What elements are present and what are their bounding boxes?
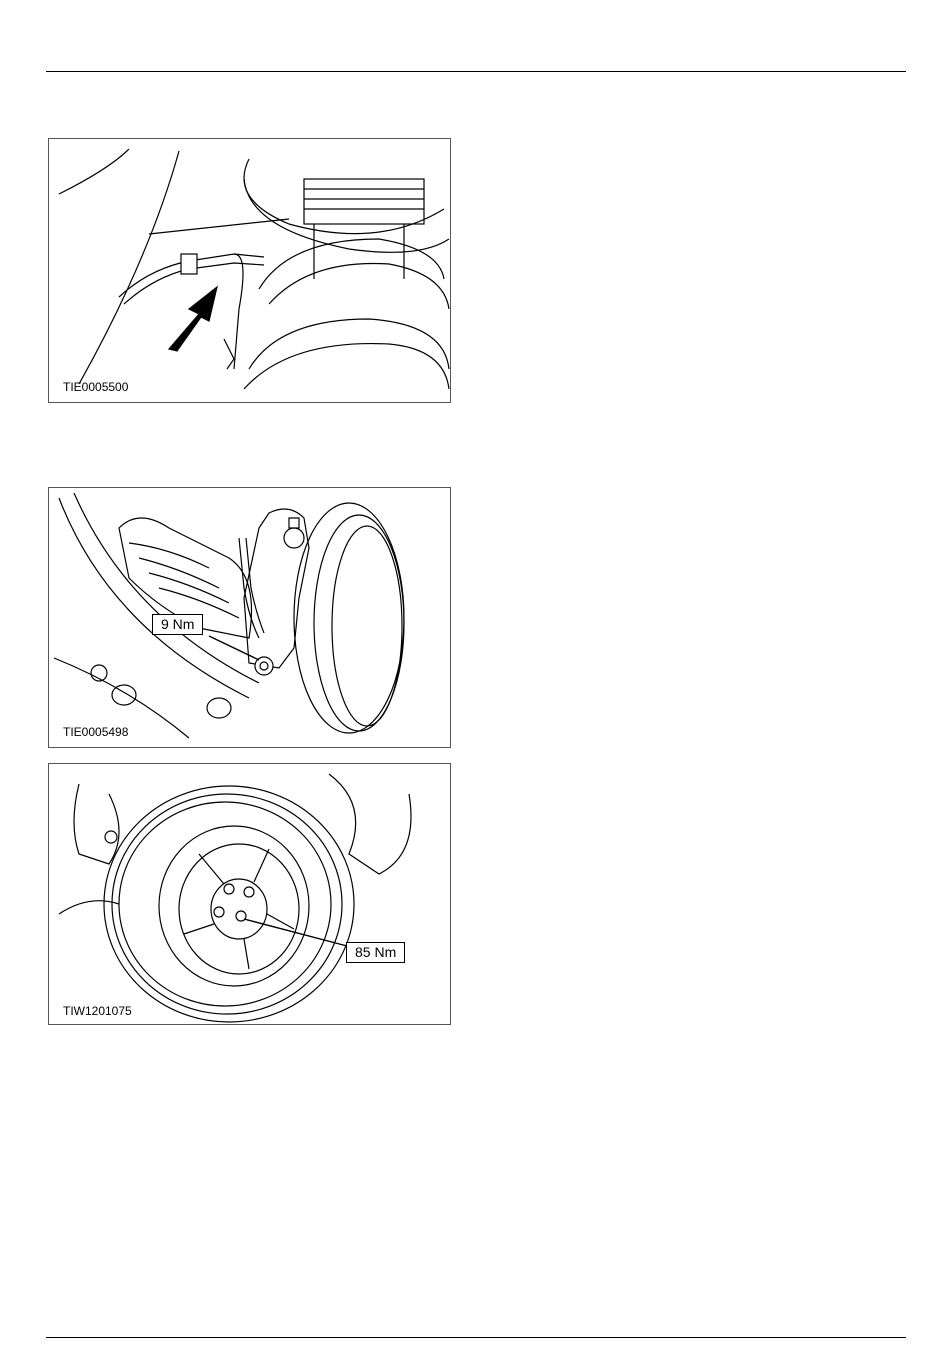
torque-callout-wheel-nuts: 85 Nm bbox=[346, 942, 405, 963]
figure-wheel-nuts: 85 Nm TIW1201075 bbox=[48, 763, 451, 1025]
figure-id: TIE0005500 bbox=[63, 380, 128, 394]
figure-hub-sensor: 9 Nm TIE0005498 bbox=[48, 487, 451, 748]
figure-brake-hose-clip: TIE0005500 bbox=[48, 138, 451, 403]
footer-rule bbox=[46, 1337, 906, 1338]
illustration-brake-hose bbox=[49, 139, 451, 403]
header-rule bbox=[46, 71, 906, 72]
torque-callout-sensor-bolt: 9 Nm bbox=[152, 614, 203, 635]
illustration-wheel-speed-sensor bbox=[49, 488, 451, 748]
figure-id: TIE0005498 bbox=[63, 725, 128, 739]
illustration-road-wheel bbox=[49, 764, 451, 1025]
figure-id: TIW1201075 bbox=[63, 1004, 132, 1018]
